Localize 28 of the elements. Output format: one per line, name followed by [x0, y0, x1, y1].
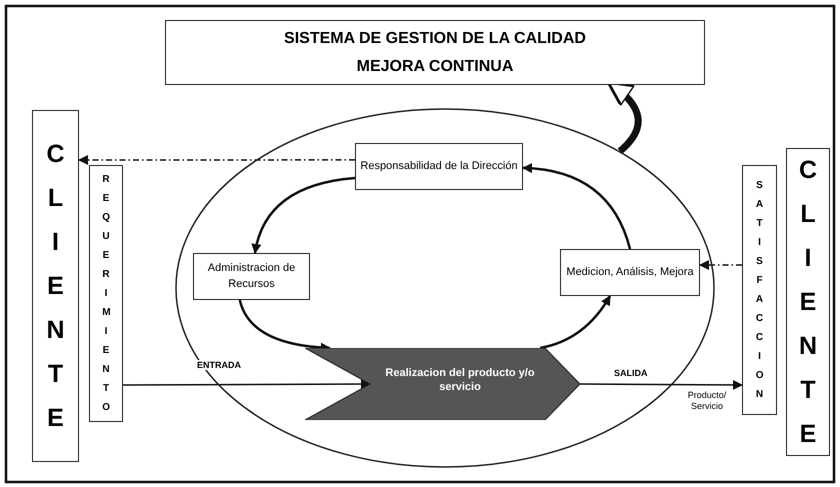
title: SISTEMA DE GESTION DE LA CALIDAD: [284, 30, 586, 48]
arrow: [123, 379, 371, 390]
vertical-text: REQUERIMIENTO: [102, 173, 110, 415]
box-label: Responsabilidad de la Dirección: [359, 158, 519, 174]
vertical-label-bar: [742, 165, 777, 415]
curved-arrow: [522, 163, 632, 250]
vertical-text: CLIENTE: [46, 139, 65, 434]
vertical-label-bar: [89, 165, 123, 422]
process-chevron: [305, 348, 580, 420]
vertical-text: SATISFACCION: [756, 179, 764, 402]
chevron-label: Realizacion del producto y/o servicio: [384, 366, 536, 395]
vertical-text: CLIENTE: [798, 155, 818, 450]
process-box: [560, 249, 700, 296]
process-box: [355, 143, 523, 190]
curved-arrow: [540, 295, 612, 350]
edge-label: SALIDA: [612, 368, 650, 378]
edge-label: ENTRADA: [195, 360, 243, 370]
curved-arrow: [252, 176, 356, 254]
box-label: Administracion de Recursos: [206, 261, 296, 292]
customer-bar: [32, 110, 79, 462]
arrow: [580, 380, 743, 390]
arrow: [699, 260, 742, 270]
process-box: [193, 253, 310, 300]
title-box: [165, 20, 705, 85]
customer-bar: [786, 148, 830, 456]
box-label: Medicion, Análisis, Mejora: [565, 264, 695, 280]
arrow: [78, 154, 355, 165]
subtitle: MEJORA CONTINUA: [356, 58, 514, 76]
